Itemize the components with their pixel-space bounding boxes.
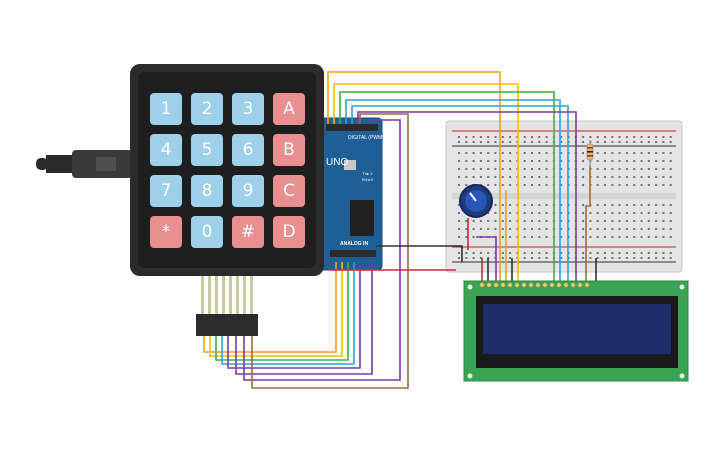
digital-header xyxy=(326,124,378,131)
wire-green-keypad xyxy=(215,262,349,361)
resistor xyxy=(586,140,594,166)
key-9[interactable]: 9 xyxy=(232,175,264,207)
wires xyxy=(203,71,597,389)
ribbon-pin xyxy=(236,276,239,316)
wire-pot-purple xyxy=(476,236,497,283)
wire-orange-lcd xyxy=(327,71,501,283)
rx-label: RX◂ 0 xyxy=(362,177,374,182)
lcd-pin-header xyxy=(479,282,590,288)
key-label: # xyxy=(241,222,255,242)
wire-orange-keypad xyxy=(203,262,337,353)
wire-black-gnd xyxy=(376,245,463,262)
key-label: 0 xyxy=(202,222,213,242)
wire-purple-lcd xyxy=(357,111,577,283)
wire-yellow-lcd xyxy=(333,83,519,283)
key-label: B xyxy=(283,140,295,160)
key-4[interactable]: 4 xyxy=(150,134,182,166)
key-label: 6 xyxy=(243,140,254,160)
keypad-ribbon-connector xyxy=(196,276,258,336)
wire-res-brown xyxy=(585,166,591,283)
wire-purple3-keypad xyxy=(243,119,401,381)
key-6[interactable]: 6 xyxy=(232,134,264,166)
wire-purple2-keypad xyxy=(235,262,373,375)
key-b[interactable]: B xyxy=(273,134,305,166)
microcontroller-chip xyxy=(350,200,374,236)
wire-green-lcd xyxy=(339,91,555,283)
ribbon-pin xyxy=(222,276,225,316)
lcd-screen xyxy=(483,304,671,354)
key-label: 7 xyxy=(161,181,172,201)
breadboard-holes xyxy=(458,136,672,259)
key-label: 4 xyxy=(161,140,172,160)
key-star[interactable]: * xyxy=(150,216,182,248)
key-a[interactable]: A xyxy=(273,93,305,125)
key-label: 9 xyxy=(243,181,254,201)
ribbon-pin xyxy=(201,276,204,316)
ribbon-pin xyxy=(243,276,246,316)
ribbon-pin xyxy=(250,276,253,316)
key-0[interactable]: 0 xyxy=(191,216,223,248)
key-d[interactable]: D xyxy=(273,216,305,248)
key-label: A xyxy=(283,99,295,119)
key-3[interactable]: 3 xyxy=(232,93,264,125)
usb-cable xyxy=(36,150,132,178)
crystal xyxy=(344,160,356,170)
key-label: 1 xyxy=(161,99,172,119)
key-8[interactable]: 8 xyxy=(191,175,223,207)
ribbon-pin xyxy=(208,276,211,316)
keypad-4x4[interactable]: 1 2 3 A 4 5 6 B 7 8 9 C * 0 # D xyxy=(130,64,324,276)
key-5[interactable]: 5 xyxy=(191,134,223,166)
breadboard-center-channel xyxy=(452,193,676,199)
uno-label: UNO xyxy=(326,157,348,168)
wire-yellow-keypad xyxy=(209,262,343,357)
wire-purple-keypad xyxy=(227,262,361,369)
key-1[interactable]: 1 xyxy=(150,93,182,125)
analog-label: ANALOG IN xyxy=(340,241,368,247)
key-2[interactable]: 2 xyxy=(191,93,223,125)
ribbon-pin xyxy=(215,276,218,316)
key-c[interactable]: C xyxy=(273,175,305,207)
wire-blue-lcd xyxy=(345,99,561,283)
wire-blue-keypad xyxy=(221,262,355,365)
analog-header xyxy=(330,250,376,257)
key-label: 2 xyxy=(202,99,213,119)
tx-label: TX▸ 1 xyxy=(362,171,373,176)
ribbon-pin xyxy=(229,276,232,316)
key-label: * xyxy=(162,222,171,242)
lcd-module[interactable] xyxy=(463,280,689,382)
key-hash[interactable]: # xyxy=(232,216,264,248)
key-label: C xyxy=(283,181,295,201)
potentiometer[interactable] xyxy=(459,184,493,218)
key-label: 8 xyxy=(202,181,213,201)
key-label: D xyxy=(282,222,295,242)
key-label: 3 xyxy=(243,99,254,119)
wire-brown-keypad xyxy=(251,113,409,389)
key-7[interactable]: 7 xyxy=(150,175,182,207)
digital-label: DIGITAL (PWM ~) xyxy=(348,135,388,141)
breadboard[interactable] xyxy=(445,120,683,273)
arduino-uno-board[interactable]: DIGITAL (PWM ~) UNO ANALOG IN TX▸ 1 RX◂ … xyxy=(317,117,388,271)
key-label: 5 xyxy=(202,140,213,160)
wire-teal-lcd xyxy=(351,105,569,283)
